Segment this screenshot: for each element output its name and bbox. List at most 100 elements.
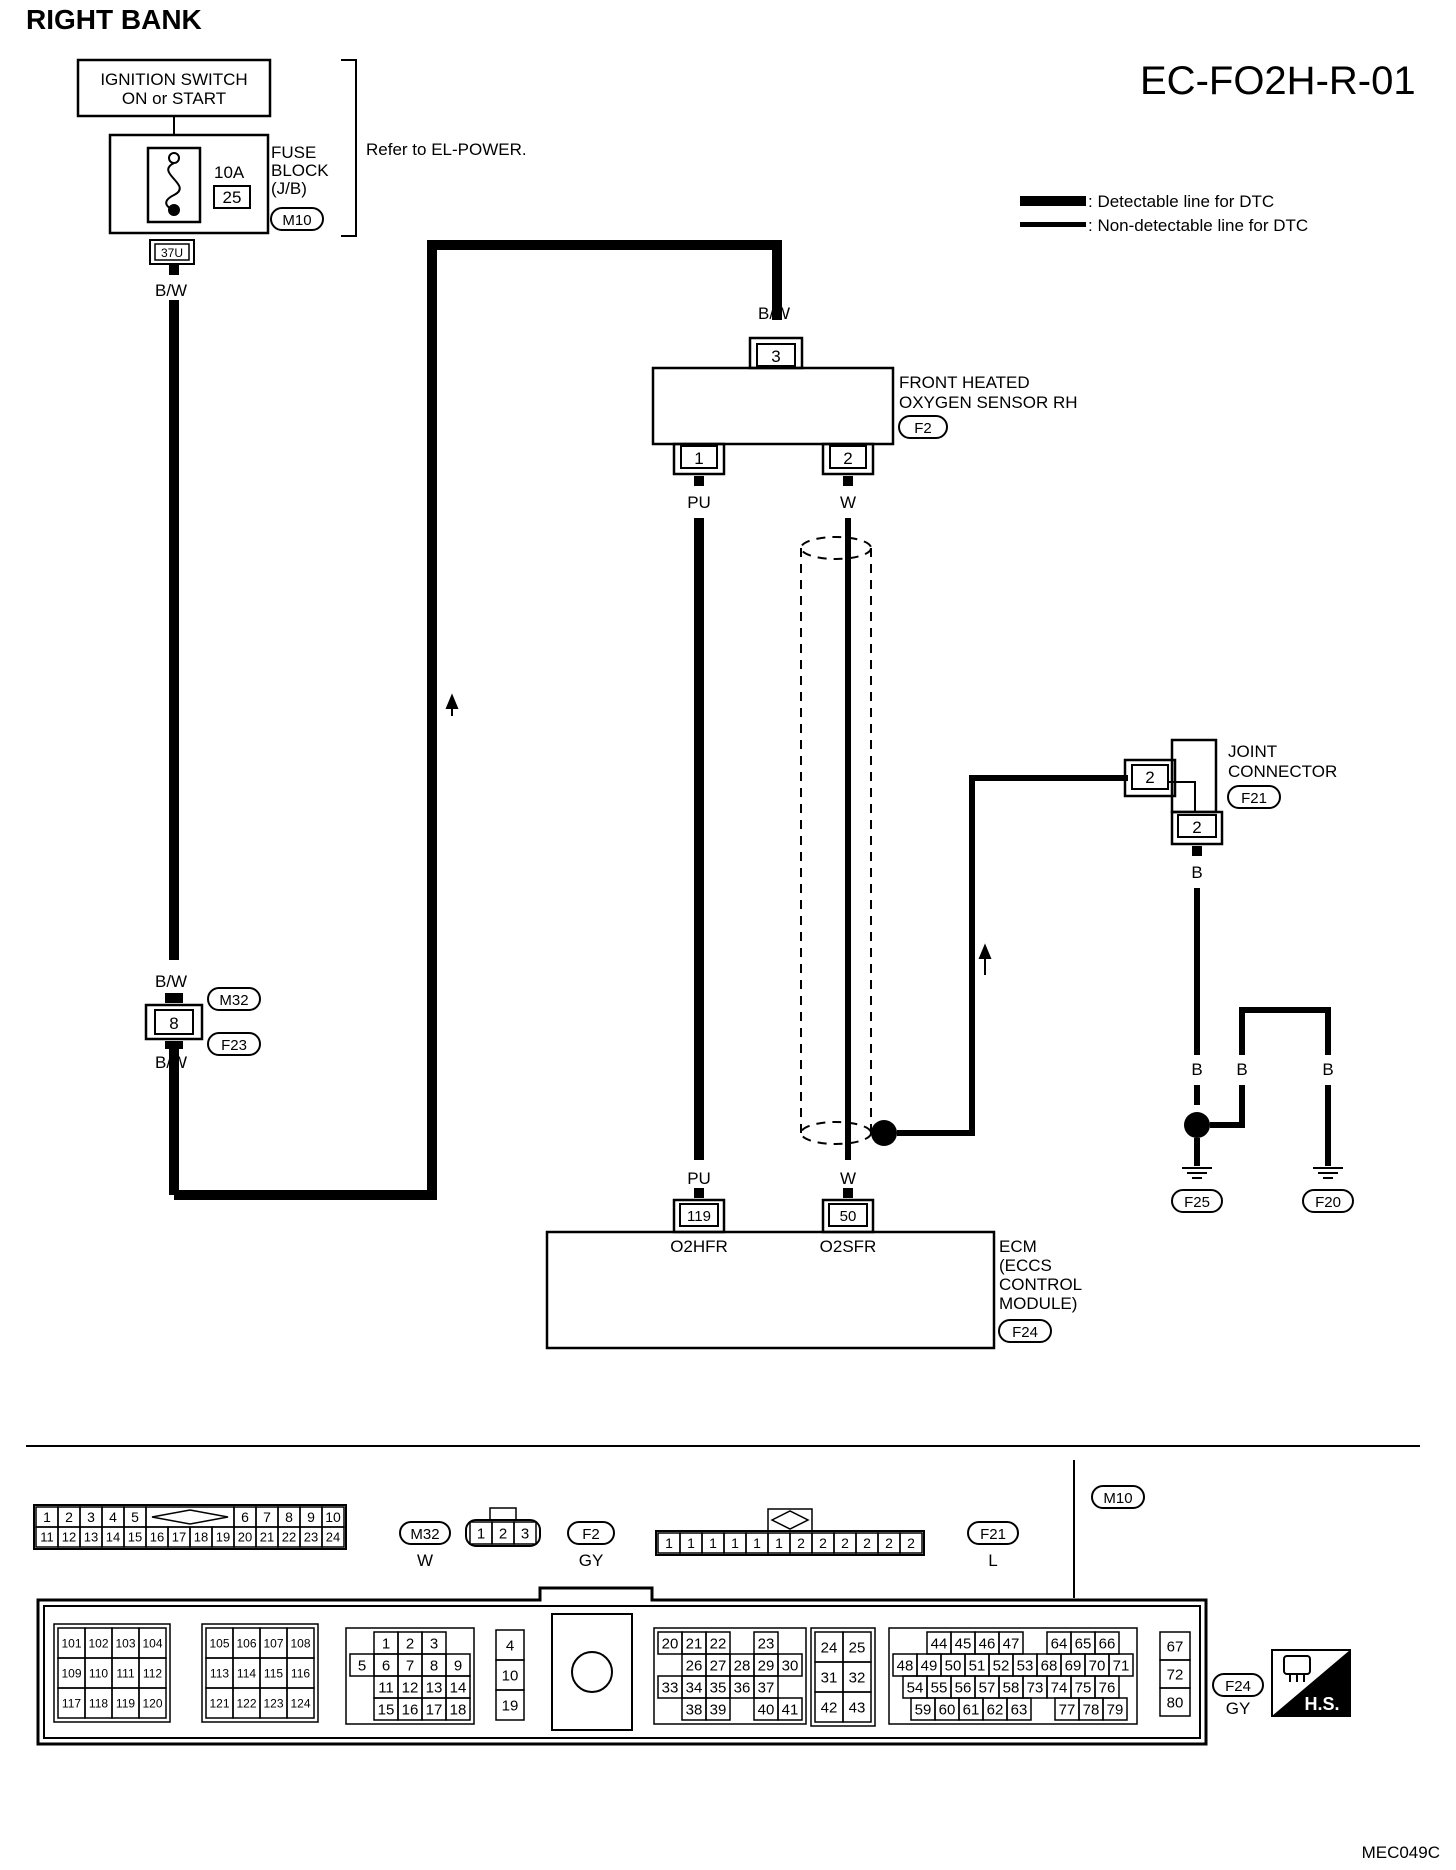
pin-number: 19 — [502, 1697, 519, 1714]
pin-number: 40 — [758, 1701, 775, 1718]
pin-number: 24 — [821, 1639, 838, 1656]
pin-number: 4 — [506, 1637, 514, 1654]
wire-label-bw-2: B/W — [758, 304, 790, 323]
ecm-line4: MODULE) — [999, 1294, 1077, 1313]
wire-label-b-4: B — [1322, 1060, 1333, 1079]
pin-number: 1 — [753, 1535, 761, 1551]
ignition-line1: IGNITION SWITCH — [100, 70, 247, 89]
pin-number: 73 — [1027, 1679, 1044, 1696]
pin-number: 78 — [1083, 1701, 1100, 1718]
pin-number: 9 — [307, 1509, 315, 1525]
pin-number: 8 — [430, 1657, 438, 1674]
pin-cell — [1108, 1653, 1134, 1677]
pin-number: 20 — [662, 1635, 679, 1652]
wire-label-pu-2: PU — [687, 1169, 711, 1188]
pin-number: 107 — [263, 1636, 283, 1650]
connector-housing — [888, 1627, 1138, 1725]
wire-label-b-1: B — [1191, 863, 1202, 882]
pin-number: 118 — [89, 1696, 108, 1710]
pin-number: 6 — [241, 1509, 249, 1525]
pin-number: 2 — [499, 1525, 507, 1542]
face-f2-color: GY — [579, 1551, 604, 1570]
pin-number: 2 — [819, 1535, 827, 1551]
pin-number: 3 — [87, 1509, 95, 1525]
pin-number: 1 — [382, 1635, 390, 1652]
harness-conn-bottom: F23 — [221, 1037, 247, 1054]
pin-number: 114 — [237, 1666, 256, 1680]
pin-number: 44 — [931, 1635, 948, 1652]
pin-number: 112 — [143, 1666, 162, 1680]
legend-detectable-text: : Detectable line for DTC — [1088, 192, 1274, 211]
pin-number: 110 — [89, 1666, 108, 1680]
pin-cell — [777, 1653, 803, 1677]
face-f24-color: GY — [1226, 1699, 1251, 1718]
harness-connector: B/W 8 B/W M32 F23 — [144, 972, 261, 1072]
ground-icon — [1182, 1167, 1343, 1179]
legend: : Detectable line for DTC : Non-detectab… — [1020, 192, 1308, 235]
pin-number: 18 — [194, 1530, 208, 1545]
ignition-line2: ON or START — [122, 89, 226, 108]
fuse-number: 25 — [223, 188, 242, 207]
pin-cell — [1102, 1697, 1128, 1721]
pin-number: 76 — [1099, 1679, 1116, 1696]
pin-number: 77 — [1059, 1701, 1076, 1718]
pin-number: 1 — [709, 1535, 717, 1551]
oxygen-sensor: 3 FRONT HEATED OXYGEN SENSOR RH F2 1 2 — [651, 336, 1078, 476]
ecm-line1: ECM — [999, 1237, 1037, 1256]
pin-number: 26 — [686, 1657, 703, 1674]
pin-number: 59 — [915, 1701, 932, 1718]
pin-number: 53 — [1017, 1657, 1034, 1674]
pin-number: 50 — [945, 1657, 962, 1674]
ho2s-line1: FRONT HEATED — [899, 373, 1030, 392]
pin-number: 120 — [142, 1696, 162, 1710]
pin-number: 117 — [62, 1696, 81, 1710]
hs-text: H.S. — [1304, 1694, 1339, 1714]
pin-number: 47 — [1003, 1635, 1020, 1652]
pin-number: 31 — [821, 1669, 838, 1686]
pin-number: 69 — [1065, 1657, 1082, 1674]
pin-number: 115 — [264, 1666, 283, 1680]
ground-f20: F20 — [1315, 1194, 1341, 1211]
pin-number: 55 — [931, 1679, 948, 1696]
pin-number: 12 — [402, 1679, 419, 1696]
pin-number: 33 — [662, 1679, 679, 1696]
pin-number: 18 — [450, 1701, 467, 1718]
pin-number: 23 — [304, 1530, 318, 1545]
connector-housing — [201, 1623, 319, 1723]
pin-number: 25 — [849, 1639, 866, 1656]
fuse-label2: BLOCK — [271, 161, 329, 180]
wire-label-bw-3: B/W — [155, 972, 187, 991]
ecm-connector: F24 — [1012, 1324, 1038, 1341]
connector-hub — [551, 1613, 633, 1731]
wire-shield-ground — [897, 775, 1128, 1136]
harness-pin: 8 — [169, 1014, 178, 1033]
connector-inner — [43, 1605, 1201, 1739]
face-m10-label: M10 — [1103, 1490, 1132, 1507]
pin-number: 67 — [1167, 1638, 1184, 1655]
pin-number: 57 — [979, 1679, 996, 1696]
pin-number: 41 — [782, 1701, 799, 1718]
pin-number: 22 — [282, 1530, 296, 1545]
pin-number: 34 — [686, 1679, 703, 1696]
connector-housing — [36, 1586, 1208, 1746]
pin-number: 123 — [263, 1696, 283, 1710]
ho2s-pin-left: 1 — [694, 449, 703, 468]
pin-number: 5 — [131, 1509, 139, 1525]
pin-cell — [513, 1521, 537, 1545]
pin-number: 63 — [1011, 1701, 1028, 1718]
connector-hub-icon — [571, 1651, 613, 1693]
connector-housing — [810, 1627, 876, 1727]
ecm: 119 50 O2HFR O2SFR ECM (ECCS CONTROL MOD… — [545, 1198, 1082, 1350]
ho2s-pin-right: 2 — [843, 449, 852, 468]
pin-number: 52 — [993, 1657, 1010, 1674]
pin-number: 116 — [291, 1666, 310, 1680]
legend-nondetectable-swatch — [1020, 222, 1086, 227]
connector-housing — [53, 1623, 171, 1723]
pin-number: 14 — [106, 1530, 120, 1545]
pin-number: 19 — [216, 1530, 230, 1545]
pin-number: 60 — [939, 1701, 956, 1718]
fuse-label3: (J/B) — [271, 179, 307, 198]
pin-number: 7 — [406, 1657, 414, 1674]
pin-number: 15 — [378, 1701, 395, 1718]
fuse-icon — [168, 204, 180, 216]
